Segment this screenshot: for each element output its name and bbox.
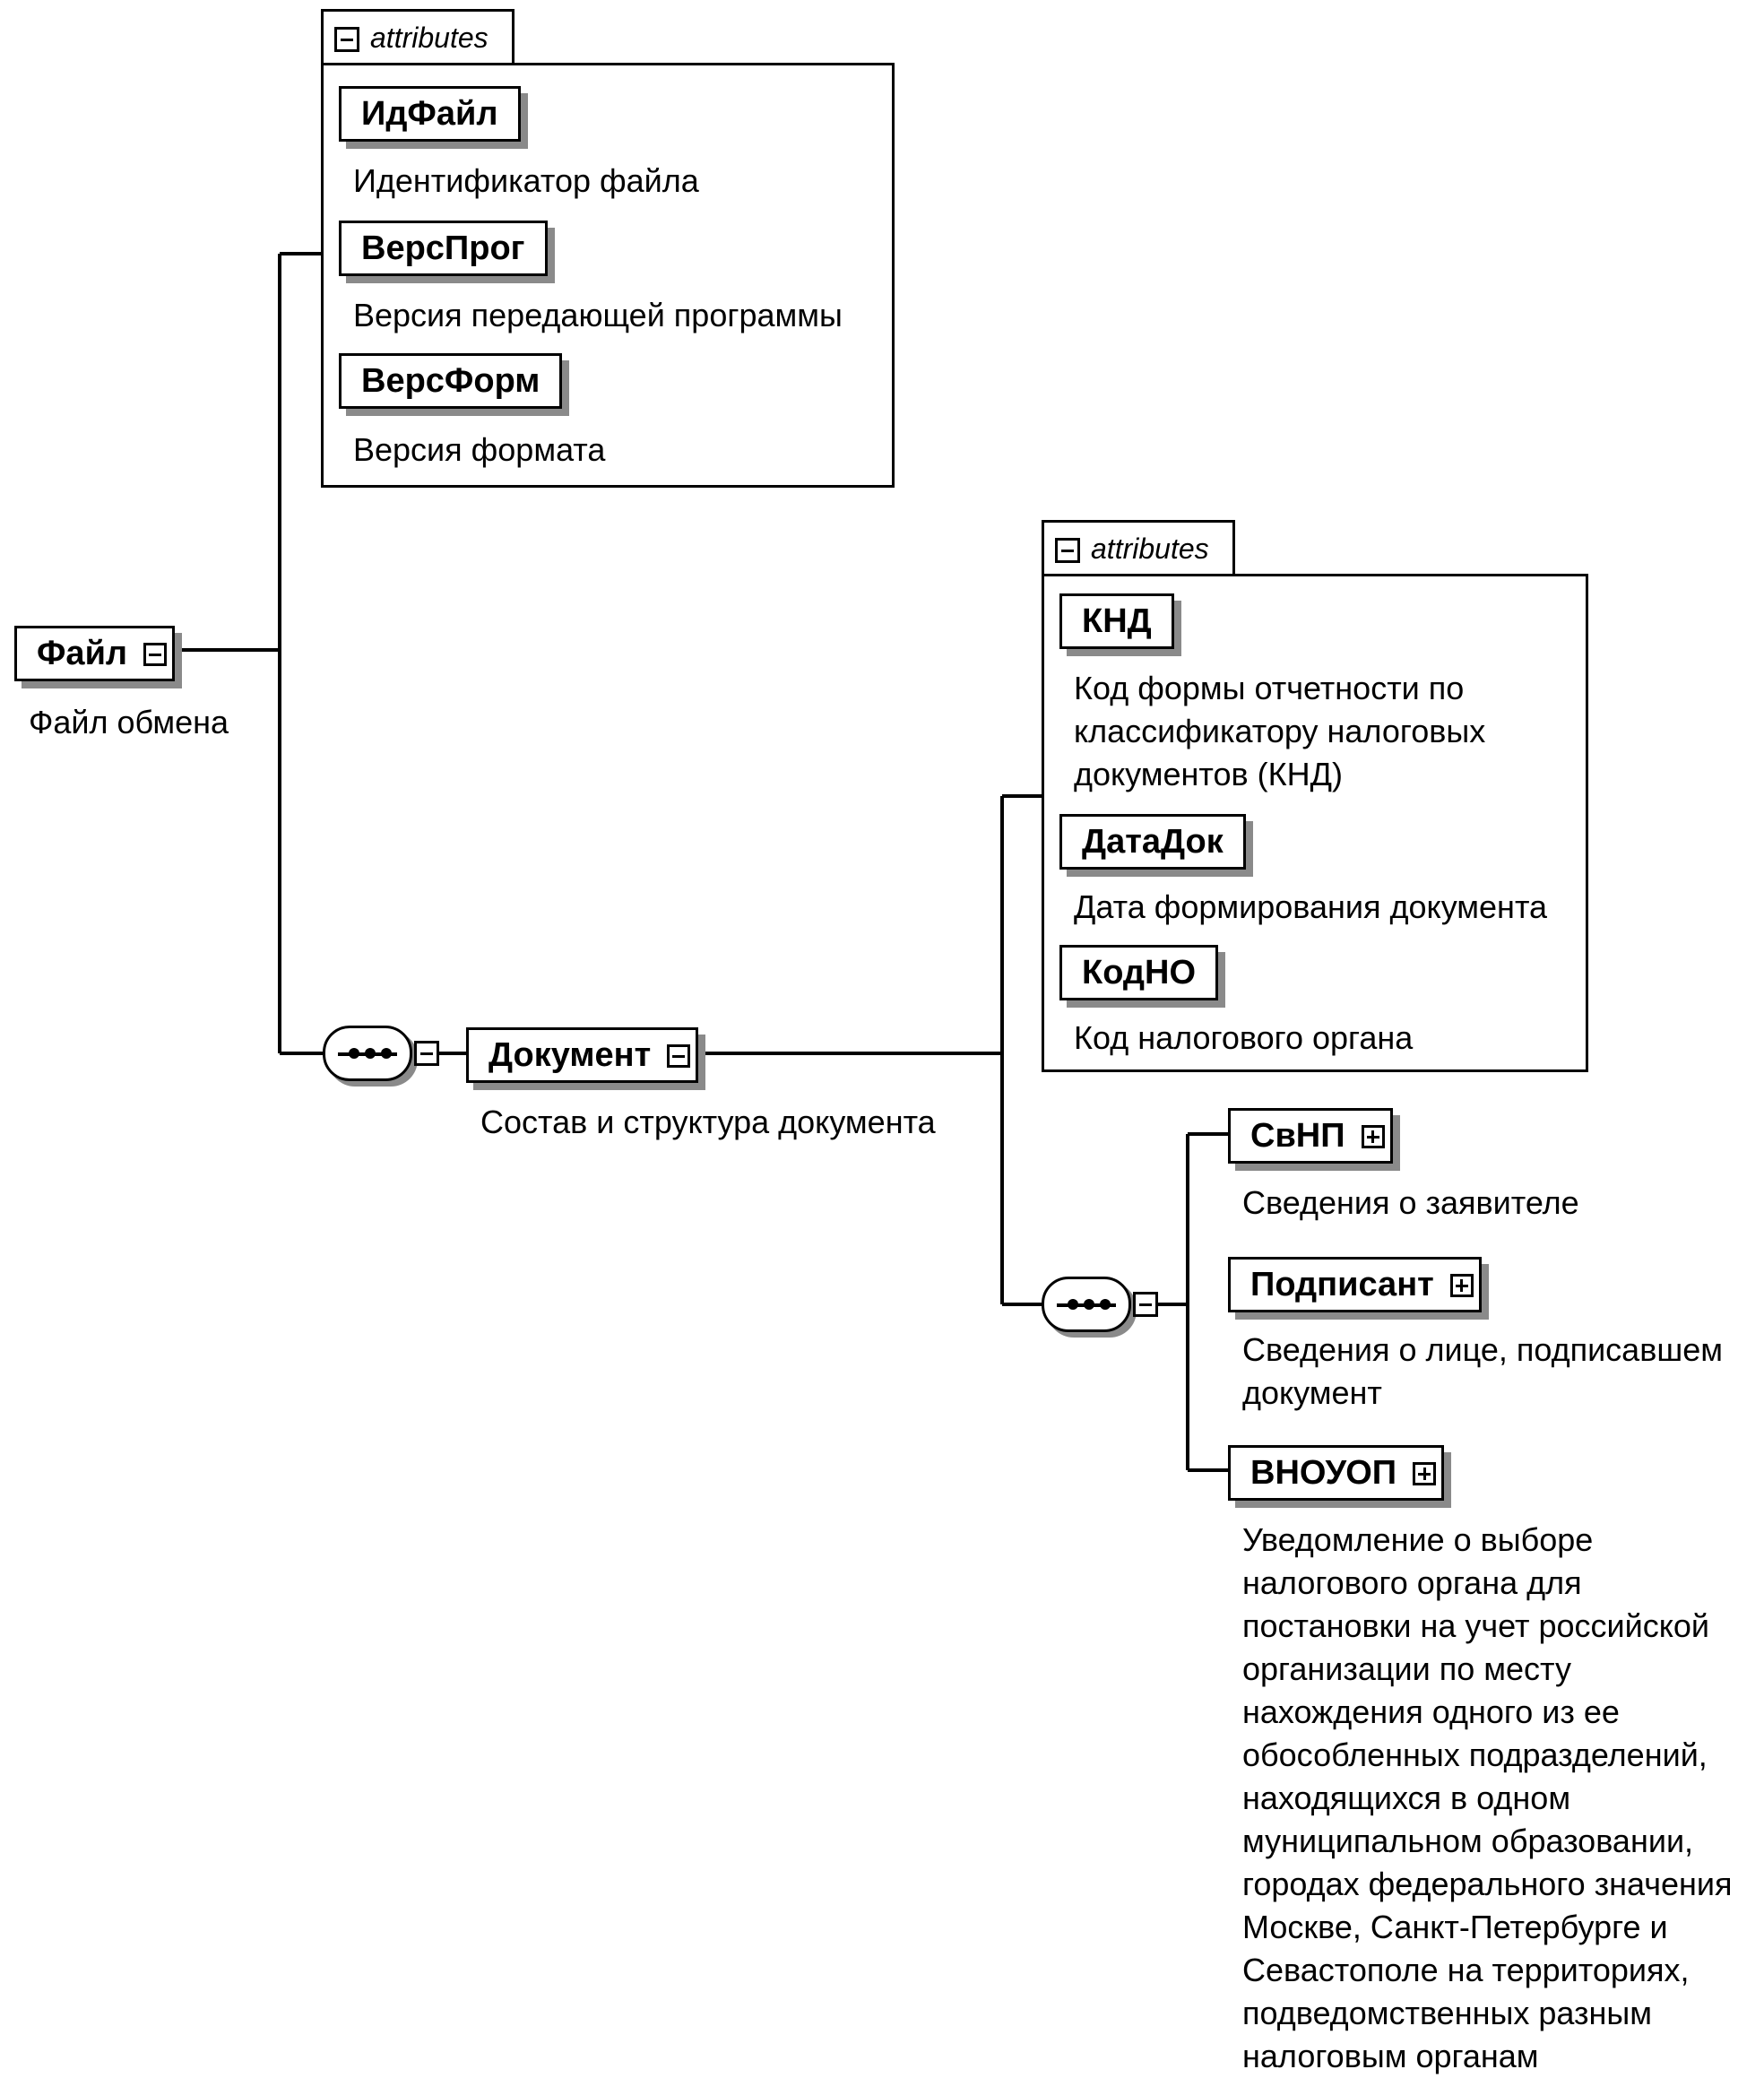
expand-icon[interactable] [1413, 1462, 1437, 1485]
collapse-icon[interactable] [1055, 538, 1080, 563]
attribute-label: КодНО [1082, 954, 1197, 991]
attributes-tab-label: attributes [1091, 532, 1209, 565]
attribute-node[interactable]: ДатаДок [1059, 814, 1246, 870]
root-element-label: Файл [37, 635, 128, 672]
child-element-desc: Сведения о заявителе [1242, 1184, 1579, 1221]
child-element-label: ВНОУОП [1250, 1454, 1397, 1492]
attribute-label: ВерсФорм [361, 362, 540, 400]
child-element-desc: Уведомление о выборе налогового органа д… [1242, 1521, 1733, 2074]
attribute-desc: Версия формата [353, 431, 606, 468]
attribute-label: ИдФайл [361, 95, 498, 133]
sequence-compositor-icon [323, 1026, 412, 1081]
attribute-desc: Дата формирования документа [1074, 888, 1548, 925]
document-element-desc: Состав и структура документа [480, 1104, 936, 1140]
child-element-node[interactable]: СвНП [1228, 1108, 1393, 1164]
root-element-node[interactable]: Файл [14, 626, 176, 681]
collapse-icon[interactable] [143, 643, 168, 666]
attribute-node[interactable]: КодНО [1059, 945, 1219, 1000]
attribute-desc: Код налогового органа [1074, 1019, 1414, 1056]
attribute-desc: Код формы отчетности по классификатору н… [1074, 670, 1486, 792]
expand-icon[interactable] [1361, 1125, 1385, 1148]
attributes-tab-label: attributes [370, 22, 489, 54]
attribute-label: КНД [1082, 602, 1152, 640]
collapse-icon[interactable] [414, 1041, 439, 1066]
attribute-label: ДатаДок [1082, 823, 1224, 861]
attribute-desc: Версия передающей программы [353, 297, 843, 333]
collapse-icon[interactable] [334, 27, 359, 52]
attribute-node[interactable]: ИдФайл [339, 86, 521, 142]
collapse-icon[interactable] [1133, 1292, 1158, 1317]
attributes-tab[interactable]: attributes [1042, 520, 1235, 577]
sequence-compositor-icon [1042, 1277, 1131, 1332]
document-element-label: Документ [489, 1036, 652, 1074]
attributes-tab[interactable]: attributes [321, 9, 514, 66]
expand-icon[interactable] [1449, 1274, 1474, 1297]
root-element-desc: Файл обмена [29, 704, 229, 740]
attribute-node[interactable]: ВерсПрог [339, 221, 548, 276]
child-element-node[interactable]: ВНОУОП [1228, 1445, 1445, 1501]
attribute-node[interactable]: КНД [1059, 593, 1174, 649]
document-element-node[interactable]: Документ [466, 1027, 699, 1083]
child-element-label: Подписант [1250, 1266, 1434, 1303]
collapse-icon[interactable] [667, 1044, 691, 1068]
attribute-label: ВерсПрог [361, 229, 525, 267]
attribute-desc: Идентификатор файла [353, 162, 699, 199]
child-element-node[interactable]: Подписант [1228, 1257, 1482, 1312]
child-element-label: СвНП [1250, 1117, 1345, 1155]
attribute-node[interactable]: ВерсФорм [339, 353, 563, 409]
child-element-desc: Сведения о лице, подписавшем документ [1242, 1331, 1723, 1411]
